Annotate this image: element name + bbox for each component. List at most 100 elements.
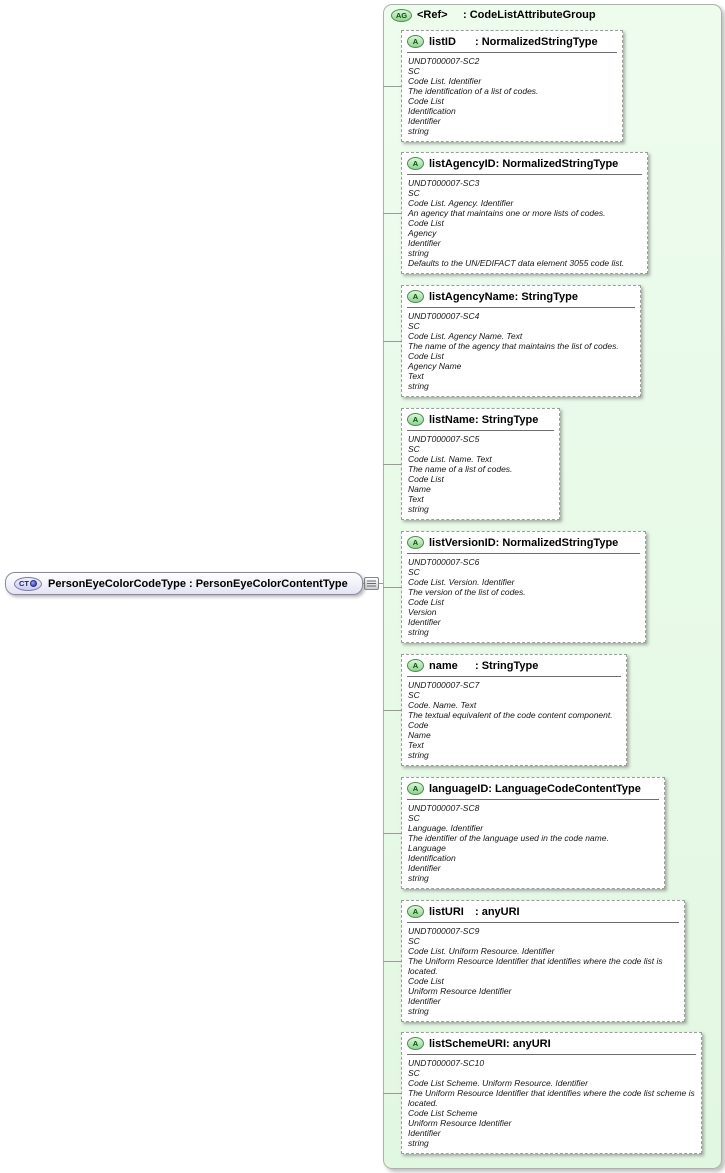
annotation-line: SC bbox=[408, 188, 420, 198]
annotation-line: Code List. Uniform Resource. Identifier bbox=[408, 946, 555, 956]
annotation-line: The version of the list of codes. bbox=[408, 587, 526, 597]
annotation-line: Uniform Resource Identifier bbox=[408, 986, 512, 996]
annotation-line: Language. Identifier bbox=[408, 823, 484, 833]
annotation-line: The identification of a list of codes. bbox=[408, 86, 539, 96]
annotation-line: Identifier bbox=[408, 238, 441, 248]
annotation-line: SC bbox=[408, 444, 420, 454]
annotation-line: string bbox=[408, 627, 429, 637]
attribute-group-name: <Ref> bbox=[417, 9, 448, 21]
attributes-connector-icon bbox=[367, 580, 376, 587]
attribute-box-listAgencyName[interactable]: A listAgencyName : StringType UNDT000007… bbox=[401, 285, 641, 397]
attribute-name: listSchemeURI bbox=[429, 1037, 507, 1050]
separator bbox=[407, 174, 642, 175]
annotation-line: Code. Name. Text bbox=[408, 700, 477, 710]
annotation-line: UNDT000007-SC3 bbox=[408, 178, 480, 188]
annotation-line: Code List. Name. Text bbox=[408, 454, 492, 464]
annotation-line: Text bbox=[408, 494, 424, 504]
annotation-line: The textual equivalent of the code conte… bbox=[408, 710, 613, 720]
annotation-line: Uniform Resource Identifier bbox=[408, 1118, 512, 1128]
complextype-node[interactable]: CT PersonEyeColorCodeType : PersonEyeCol… bbox=[5, 572, 363, 595]
attributes-connector bbox=[364, 577, 379, 590]
type-derivation-icon bbox=[30, 580, 37, 587]
annotation-line: string bbox=[408, 1138, 429, 1148]
annotation-line: Code List bbox=[408, 351, 444, 361]
attribute-type: : NormalizedStringType bbox=[495, 536, 619, 549]
attribute-header: A languageID : LanguageCodeContentType bbox=[402, 778, 664, 797]
attribute-header: A listName : StringType bbox=[402, 409, 559, 428]
annotation-line: string bbox=[408, 1006, 429, 1016]
annotation-line: Code bbox=[408, 720, 429, 730]
annotation-line: Code List Scheme. Uniform Resource. Iden… bbox=[408, 1078, 588, 1088]
connector-line bbox=[383, 1093, 401, 1094]
attribute-header: A name : StringType bbox=[402, 655, 626, 674]
annotation-line: Text bbox=[408, 371, 424, 381]
connector-line bbox=[383, 464, 401, 465]
attribute-box-listID[interactable]: A listID : NormalizedStringType UNDT0000… bbox=[401, 30, 623, 142]
separator bbox=[407, 1054, 696, 1055]
annotation-line: SC bbox=[408, 813, 420, 823]
attribute-icon: A bbox=[407, 35, 424, 48]
annotation-line: SC bbox=[408, 936, 420, 946]
annotation-line: Identifier bbox=[408, 617, 441, 627]
separator bbox=[407, 52, 617, 53]
annotation-line: The name of a list of codes. bbox=[408, 464, 513, 474]
annotation-line: Identification bbox=[408, 853, 456, 863]
attribute-type: : StringType bbox=[514, 290, 578, 303]
attribute-header: A listVersionID : NormalizedStringType bbox=[402, 532, 645, 551]
complextype-icon-label: CT bbox=[19, 579, 29, 588]
attribute-icon: A bbox=[407, 536, 424, 549]
annotation-line: UNDT000007-SC2 bbox=[408, 56, 480, 66]
annotation-line: Name bbox=[408, 730, 431, 740]
attribute-icon: A bbox=[407, 413, 424, 426]
attribute-icon: A bbox=[407, 157, 424, 170]
annotation-line: SC bbox=[408, 690, 420, 700]
attribute-box-listAgencyID[interactable]: A listAgencyID : NormalizedStringType UN… bbox=[401, 152, 648, 274]
connector-line bbox=[383, 213, 401, 214]
attribute-box-listSchemeURI[interactable]: A listSchemeURI : anyURI UNDT000007-SC10… bbox=[401, 1032, 702, 1154]
annotation-line: UNDT000007-SC4 bbox=[408, 311, 480, 321]
attribute-icon: A bbox=[407, 659, 424, 672]
annotation-line: string bbox=[408, 873, 429, 883]
separator bbox=[407, 307, 635, 308]
attribute-header: A listURI : anyURI bbox=[402, 901, 684, 920]
attribute-icon: A bbox=[407, 905, 424, 918]
attribute-type: : StringType bbox=[475, 659, 539, 672]
annotation-line: UNDT000007-SC10 bbox=[408, 1058, 485, 1068]
attribute-header: A listID : NormalizedStringType bbox=[402, 31, 622, 50]
annotation-line: Name bbox=[408, 484, 431, 494]
connector-line bbox=[383, 86, 401, 87]
annotation-line: Code List. Agency Name. Text bbox=[408, 331, 523, 341]
attribute-header: A listSchemeURI : anyURI bbox=[402, 1033, 701, 1052]
attribute-type: : anyURI bbox=[475, 905, 520, 918]
separator bbox=[407, 430, 554, 431]
annotation-line: Code List bbox=[408, 474, 444, 484]
annotation-line: Defaults to the UN/EDIFACT data element … bbox=[408, 258, 625, 268]
annotation-line: SC bbox=[408, 66, 420, 76]
annotation-line: Identifier bbox=[408, 996, 441, 1006]
annotation-line: UNDT000007-SC5 bbox=[408, 434, 480, 444]
connector-line bbox=[383, 341, 401, 342]
separator bbox=[407, 553, 640, 554]
annotation-line: The identifier of the language used in t… bbox=[408, 833, 609, 843]
annotation-line: SC bbox=[408, 321, 420, 331]
complextype-icon: CT bbox=[14, 576, 42, 591]
complextype-label: PersonEyeColorCodeType : PersonEyeColorC… bbox=[48, 577, 348, 590]
attribute-group-header[interactable]: AG <Ref> : CodeListAttributeGroup bbox=[391, 8, 596, 22]
attribute-type: : LanguageCodeContentType bbox=[488, 782, 641, 795]
annotation-line: Code List. Agency. Identifier bbox=[408, 198, 514, 208]
separator bbox=[407, 799, 659, 800]
attribute-box-languageID[interactable]: A languageID : LanguageCodeContentType U… bbox=[401, 777, 665, 889]
annotation-line: Code List bbox=[408, 96, 444, 106]
attribute-header: A listAgencyName : StringType bbox=[402, 286, 640, 305]
attribute-name: listID bbox=[429, 35, 456, 48]
attribute-header: A listAgencyID : NormalizedStringType bbox=[402, 153, 647, 172]
annotation-line: Code List bbox=[408, 976, 444, 986]
attribute-box-listVersionID[interactable]: A listVersionID : NormalizedStringType U… bbox=[401, 531, 646, 643]
annotation-line: Code List. Version. Identifier bbox=[408, 577, 515, 587]
